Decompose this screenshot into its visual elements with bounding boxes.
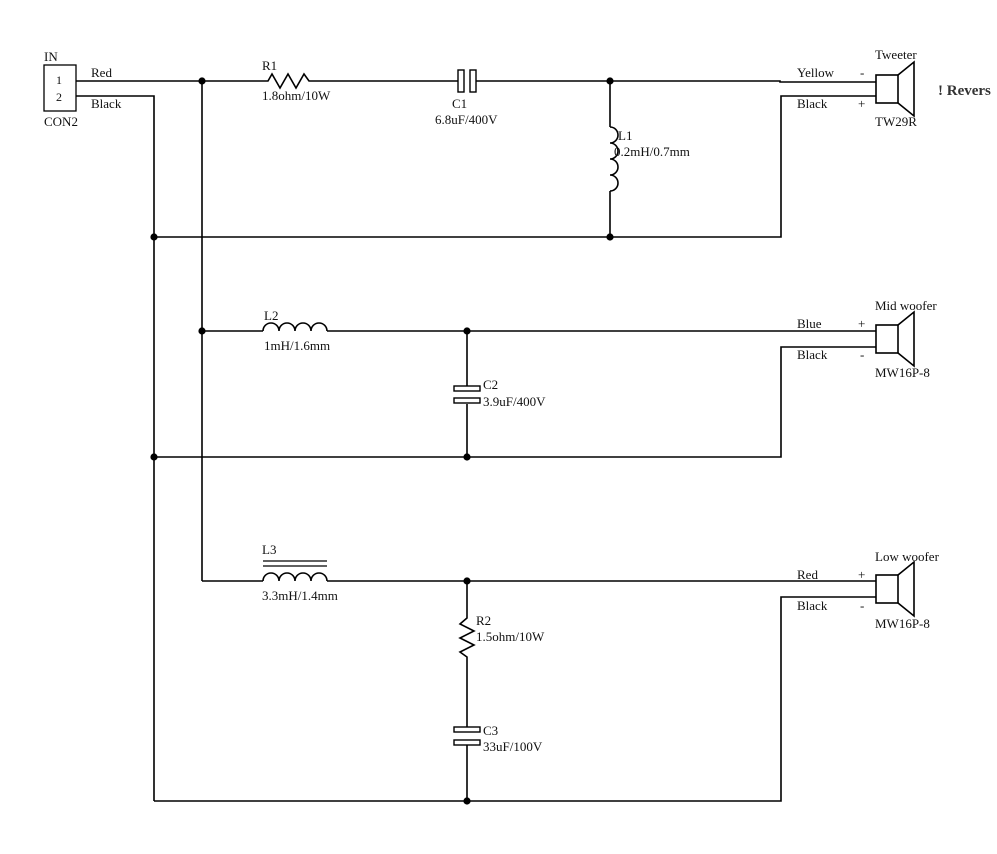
- low-polarity-a: +: [858, 567, 865, 582]
- tweeter-wire-a: Yellow: [797, 65, 835, 80]
- inductor-l3: L3 3.3mH/1.4mm: [262, 542, 338, 603]
- input-connector: IN 1 2 CON2 Red Black: [43, 49, 122, 129]
- mid-polarity-a: +: [858, 316, 865, 331]
- low-wire-a: Red: [797, 567, 818, 582]
- junction-dot: [198, 77, 206, 85]
- l1-value: 0.2mH/0.7mm: [614, 144, 690, 159]
- junction-dot: [463, 327, 471, 335]
- c1-ref: C1: [452, 96, 467, 111]
- resistor-r1: R1 1.8ohm/10W: [262, 58, 331, 103]
- r2-value: 1.5ohm/10W: [476, 629, 545, 644]
- c2-value: 3.9uF/400V: [483, 394, 546, 409]
- junction-dot: [463, 797, 471, 805]
- connector-wire-black: Black: [91, 96, 122, 111]
- connector-ref: CON2: [44, 114, 78, 129]
- l2-value: 1mH/1.6mm: [264, 338, 330, 353]
- connector-wire-red: Red: [91, 65, 112, 80]
- mid-wire-b: Black: [797, 347, 828, 362]
- mid-model: MW16P-8: [875, 365, 930, 380]
- r2-ref: R2: [476, 613, 491, 628]
- low-model: MW16P-8: [875, 616, 930, 631]
- connector-name: IN: [44, 49, 58, 64]
- connector-pin2: 2: [56, 90, 62, 104]
- r1-ref: R1: [262, 58, 277, 73]
- mid-polarity-b: -: [860, 347, 864, 362]
- junction-dot: [606, 77, 614, 85]
- mid-woofer-speaker: Blue Black + - Mid woofer MW16P-8: [797, 298, 937, 380]
- mid-title: Mid woofer: [875, 298, 937, 313]
- junction-dot: [463, 577, 471, 585]
- inductor-l2: L2 1mH/1.6mm: [262, 308, 330, 353]
- low-polarity-b: -: [860, 598, 864, 613]
- low-wire-b: Black: [797, 598, 828, 613]
- wiring: [76, 80, 876, 802]
- l3-value: 3.3mH/1.4mm: [262, 588, 338, 603]
- tweeter-title: Tweeter: [875, 47, 917, 62]
- tweeter-model: TW29R: [875, 114, 917, 129]
- c1-value: 6.8uF/400V: [435, 112, 498, 127]
- capacitor-c1: C1 6.8uF/400V: [435, 69, 498, 127]
- r1-value: 1.8ohm/10W: [262, 88, 331, 103]
- connector-pin1: 1: [56, 73, 62, 87]
- capacitor-c2: C2 3.9uF/400V: [453, 377, 546, 409]
- l3-ref: L3: [262, 542, 276, 557]
- junction-dot: [150, 233, 158, 241]
- low-woofer-speaker: Red Black + - Low woofer MW16P-8: [797, 549, 940, 631]
- capacitor-c3: C3 33uF/100V: [453, 723, 543, 754]
- c2-ref: C2: [483, 377, 498, 392]
- tweeter-polarity-b: +: [858, 96, 865, 111]
- l1-ref: L1: [618, 128, 632, 143]
- resistor-r2: R2 1.5ohm/10W: [458, 613, 545, 660]
- junction-dot: [606, 233, 614, 241]
- c3-value: 33uF/100V: [483, 739, 543, 754]
- reverse-note: ! Revers: [938, 83, 991, 99]
- junction-dot: [463, 453, 471, 461]
- tweeter-speaker: Yellow Black - + Tweeter TW29R ! Revers: [797, 47, 991, 129]
- low-title: Low woofer: [875, 549, 940, 564]
- l2-ref: L2: [264, 308, 278, 323]
- junction-dot: [150, 453, 158, 461]
- mid-wire-a: Blue: [797, 316, 822, 331]
- junction-dot: [198, 327, 206, 335]
- tweeter-wire-b: Black: [797, 96, 828, 111]
- inductor-l1: L1 0.2mH/0.7mm: [609, 126, 690, 192]
- c3-ref: C3: [483, 723, 498, 738]
- tweeter-polarity-a: -: [860, 65, 864, 80]
- junctions: [150, 77, 614, 805]
